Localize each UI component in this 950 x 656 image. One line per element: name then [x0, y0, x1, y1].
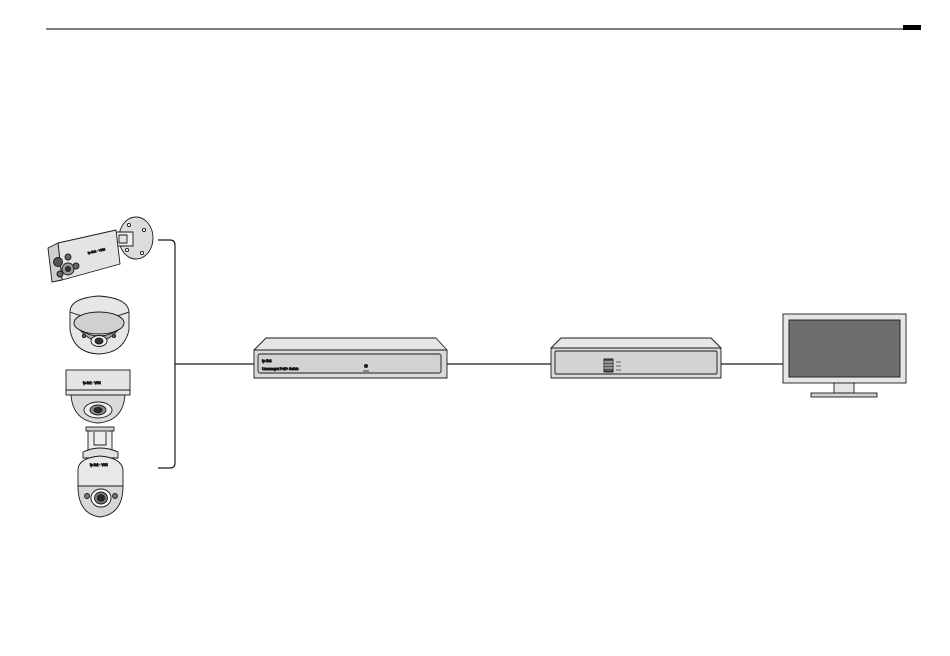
turret-camera-icon [70, 296, 129, 354]
switch-model: Unmanaged PoE+ Switch [262, 367, 299, 371]
bullet-camera-icon: tp-link · VIGI [48, 217, 153, 282]
nvr-icon [551, 338, 721, 378]
page-tab-marker [903, 25, 921, 30]
ptz-camera-icon: tp-link · VIGI [78, 427, 123, 517]
dome-camera-brand: tp-link · VIGI [83, 381, 101, 385]
monitor-icon [783, 314, 906, 397]
ptz-camera-brand: tp-link · VIGI [90, 463, 108, 467]
dome-camera-icon: tp-link · VIGI [66, 370, 130, 423]
poe-switch-icon: tp-link Unmanaged PoE+ Switch [254, 338, 447, 378]
switch-brand: tp-link [262, 359, 272, 363]
camera-bracket [158, 240, 175, 468]
